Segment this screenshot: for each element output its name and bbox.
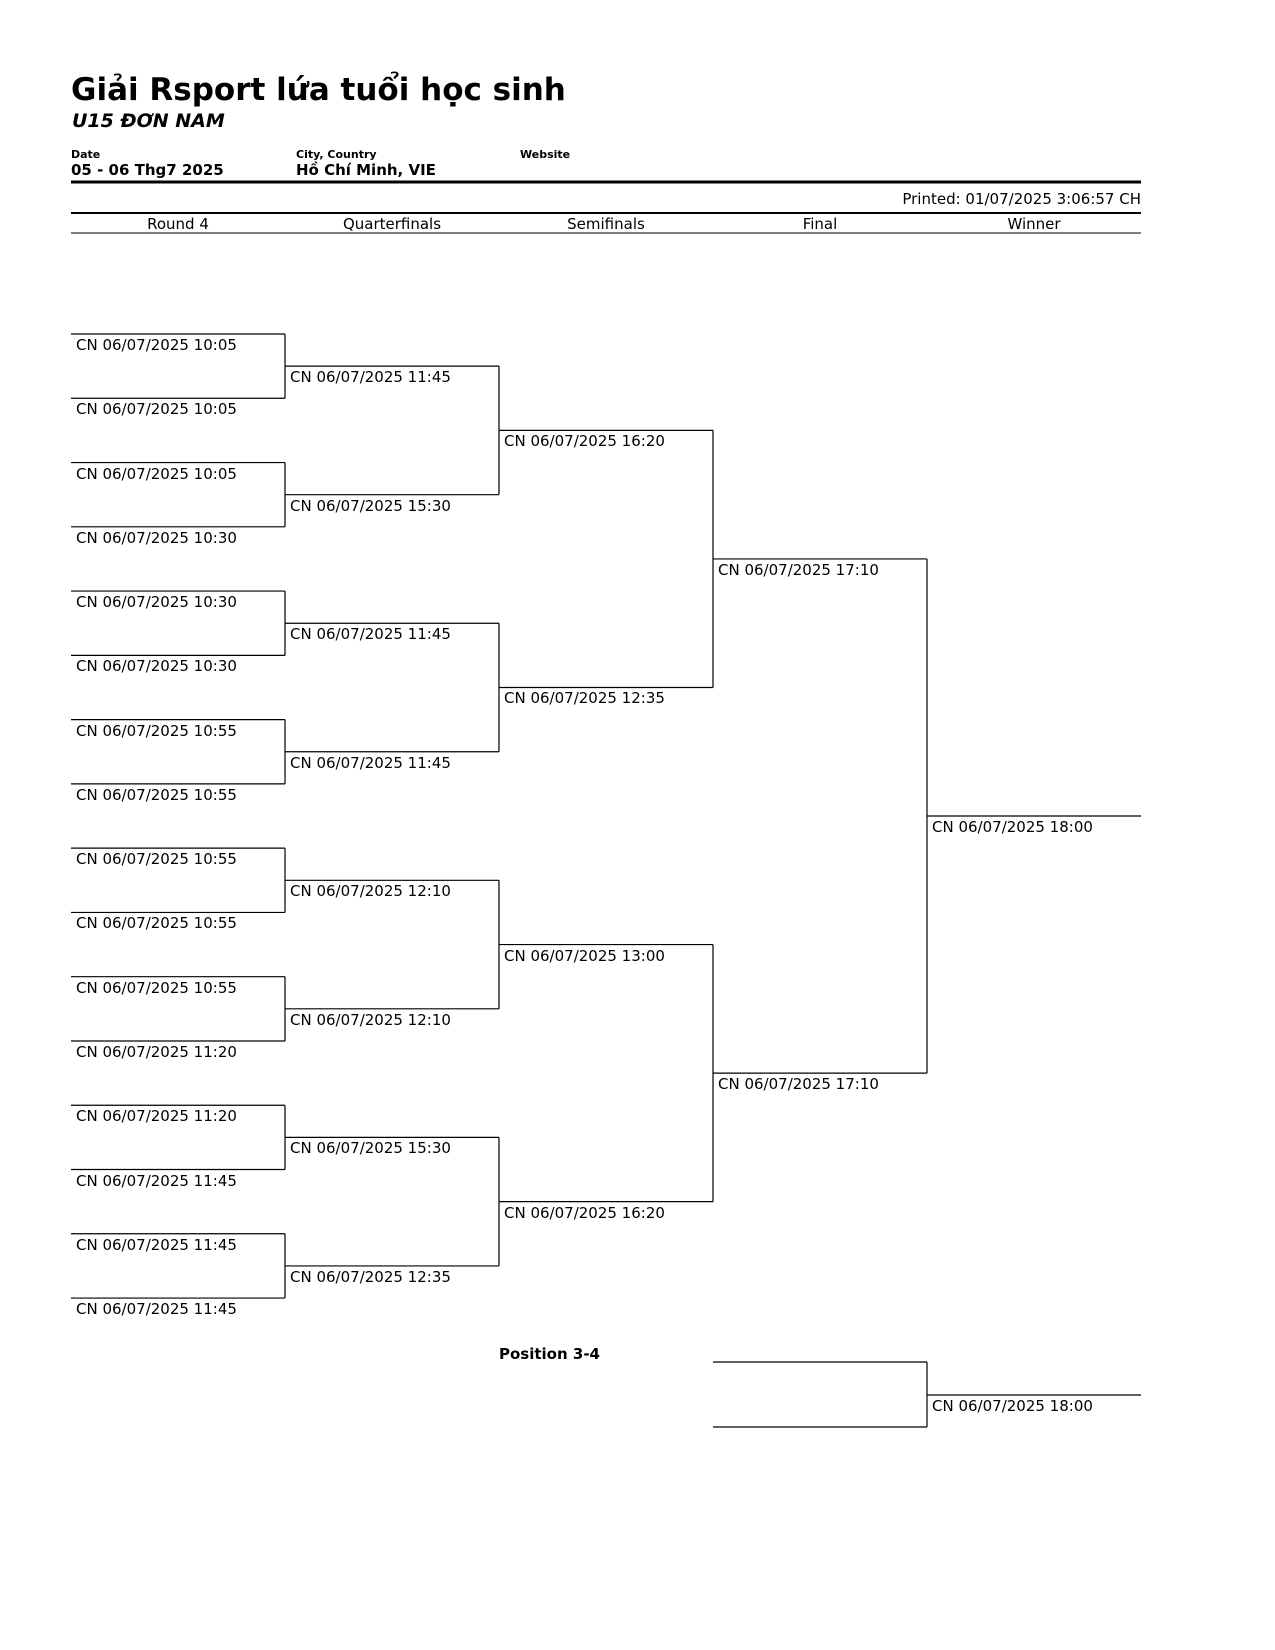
slot-quarterfinals: CN 06/07/2025 12:10 <box>290 882 451 901</box>
slot-round4: CN 06/07/2025 11:20 <box>76 1107 237 1126</box>
slot-round4: CN 06/07/2025 10:55 <box>76 785 237 804</box>
slot-round4: CN 06/07/2025 10:55 <box>76 721 237 740</box>
slot-round4: CN 06/07/2025 10:55 <box>76 978 237 997</box>
slot-quarterfinals: CN 06/07/2025 15:30 <box>290 496 451 515</box>
slot-round4: CN 06/07/2025 11:45 <box>76 1300 237 1319</box>
event-name: U15 ĐƠN NAM <box>72 110 225 132</box>
round-header-round4: Round 4 <box>147 215 209 233</box>
slot-round4: CN 06/07/2025 10:55 <box>76 914 237 933</box>
city-value: Hồ Chí Minh, VIE <box>296 161 436 179</box>
city-label: City, Country <box>296 148 377 161</box>
slot-quarterfinals: CN 06/07/2025 12:35 <box>290 1267 451 1286</box>
printed-timestamp: Printed: 01/07/2025 3:06:57 CH <box>902 190 1141 208</box>
slot-quarterfinals: CN 06/07/2025 11:45 <box>290 368 451 387</box>
website-label: Website <box>520 148 571 161</box>
slot-quarterfinals: CN 06/07/2025 15:30 <box>290 1139 451 1158</box>
slot-round4: CN 06/07/2025 11:45 <box>76 1171 237 1190</box>
slot-quarterfinals: CN 06/07/2025 12:10 <box>290 1010 451 1029</box>
slot-position34-winner: CN 06/07/2025 18:00 <box>932 1397 1093 1415</box>
date-label: Date <box>71 148 101 161</box>
slot-semifinals: CN 06/07/2025 12:35 <box>504 689 665 708</box>
slot-semifinals: CN 06/07/2025 16:20 <box>504 1203 665 1222</box>
slot-round4: CN 06/07/2025 10:05 <box>76 400 237 419</box>
round-header-quarterfinals: Quarterfinals <box>342 215 442 233</box>
slot-round4: CN 06/07/2025 11:45 <box>76 1235 237 1254</box>
slot-winner: CN 06/07/2025 18:00 <box>932 818 1093 837</box>
slot-round4: CN 06/07/2025 10:30 <box>76 657 237 676</box>
date-value: 05 - 06 Thg7 2025 <box>71 161 224 179</box>
slot-final: CN 06/07/2025 17:10 <box>718 560 879 579</box>
slot-round4: CN 06/07/2025 10:55 <box>76 850 237 869</box>
slot-round4: CN 06/07/2025 11:20 <box>76 1042 237 1061</box>
position-3-4-label: Position 3-4 <box>499 1345 600 1363</box>
slot-round4: CN 06/07/2025 10:30 <box>76 593 237 612</box>
slot-round4: CN 06/07/2025 10:30 <box>76 528 237 547</box>
slot-quarterfinals: CN 06/07/2025 11:45 <box>290 753 451 772</box>
round-header-final: Final <box>802 215 838 233</box>
round-header-winner: Winner <box>1007 215 1061 233</box>
slot-semifinals: CN 06/07/2025 16:20 <box>504 432 665 451</box>
slot-round4: CN 06/07/2025 10:05 <box>76 336 237 354</box>
round-header-semifinals: Semifinals <box>567 215 645 233</box>
slot-semifinals: CN 06/07/2025 13:00 <box>504 946 665 965</box>
slot-round4: CN 06/07/2025 10:05 <box>76 464 237 483</box>
tournament-title: Giải Rsport lứa tuổi học sinh <box>71 72 566 108</box>
slot-final: CN 06/07/2025 17:10 <box>718 1075 879 1094</box>
slot-quarterfinals: CN 06/07/2025 11:45 <box>290 625 451 644</box>
